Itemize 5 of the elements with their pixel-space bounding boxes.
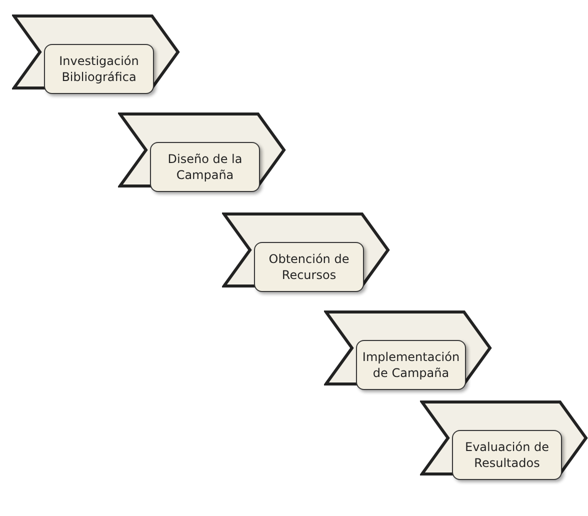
step-label: Investigación Bibliográfica — [44, 44, 154, 94]
step-label: Diseño de la Campaña — [150, 142, 260, 192]
step-label: Implementación de Campaña — [356, 340, 466, 390]
step-label: Obtención de Recursos — [254, 242, 364, 292]
step-label: Evaluación de Resultados — [452, 430, 562, 480]
